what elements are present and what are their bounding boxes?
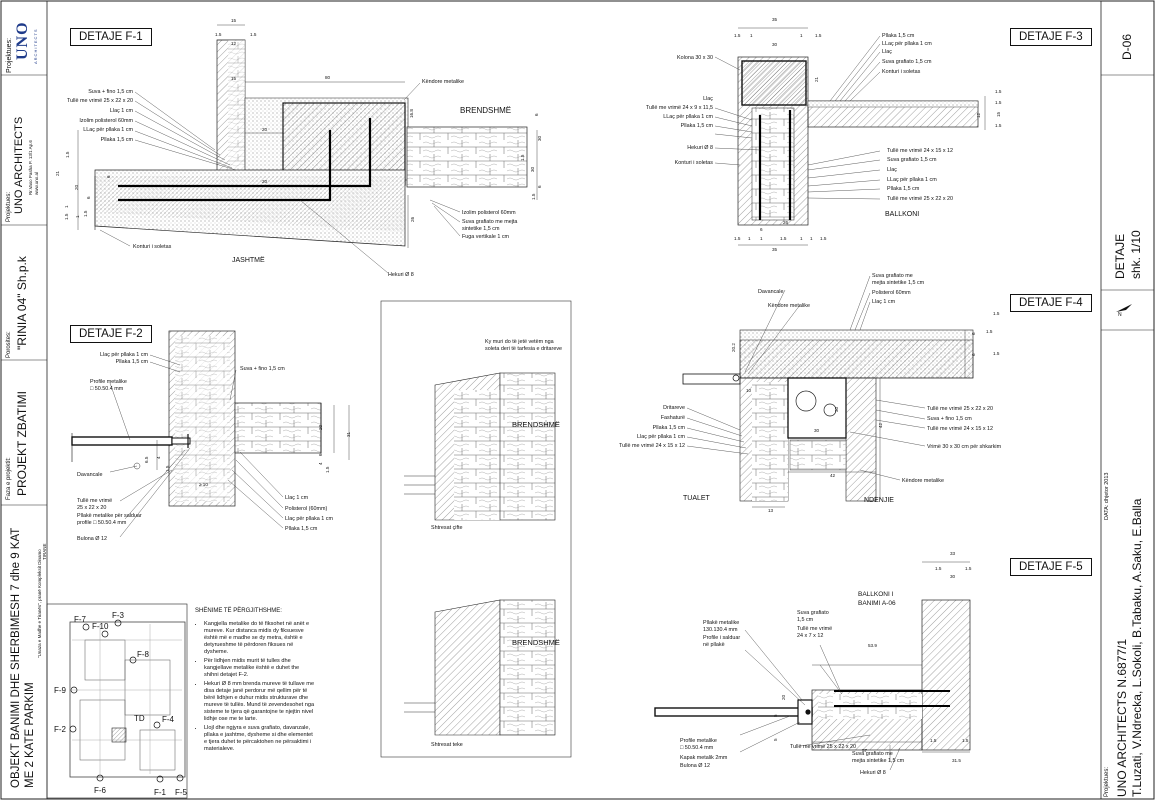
detail-f5-drawing — [654, 561, 971, 771]
svg-text:N: N — [1118, 312, 1122, 318]
general-notes-title: SHËNIME TË PËRGJITHSHME: — [195, 608, 282, 614]
detail-f4-drawing — [682, 275, 974, 508]
porosites-label: Porosites: — [6, 331, 12, 358]
firm-address: Rr.Vaso Pasha P. 13/1 Ap.6 — [28, 140, 33, 195]
firm-name: UNO ARCHITECTS — [13, 116, 25, 214]
firm-web: www.uno.al — [34, 171, 39, 195]
title-detaje-f4: DETAJE F-4 — [1010, 294, 1092, 312]
title-detaje-f3: DETAJE F-3 — [1010, 28, 1092, 46]
projektues-label-right: Projektues: — [1104, 766, 1110, 797]
designers-names: T.Luzati, V.Ndrecka, L.Sokoli, B.Tabaku,… — [1130, 498, 1144, 797]
detail-shtresat-drawing — [404, 372, 556, 736]
projektues-caption: Projektues: — [6, 37, 13, 73]
detail-f2-drawing — [71, 330, 350, 538]
faza-label: Faza e projektit: — [6, 457, 12, 500]
title-detaje-f5: DETAJE F-5 — [1010, 558, 1092, 576]
project-title-line1: OBJEKT BANIMI DHE SHERBIMESH 7 dhe 9 KAT — [10, 527, 22, 788]
logo-mark: UNO — [14, 21, 31, 60]
project-address: "Unaza e Madhe e Tiranës", pranë Komplek… — [37, 549, 42, 658]
client-name: "RINIA 04" Sh.p.k — [15, 256, 29, 350]
title-detaje-f2: DETAJE F-2 — [70, 325, 152, 343]
general-note-item: Për lidhjen midis murit të tulles dhe ka… — [204, 658, 315, 679]
firm-license: UNO ARCHITECTS N.6877/1 — [1115, 638, 1129, 797]
key-plan-drawing — [46, 603, 188, 799]
sheet-title: DETAJE — [1113, 233, 1127, 279]
general-note-item: Hekuri Ø 8 mm brenda mureve të tullave m… — [204, 681, 315, 723]
title-detaje-f1: DETAJE F-1 — [70, 28, 152, 46]
logo-subtitle: ARCHITECTS — [33, 28, 38, 64]
project-city: TIRANE — [42, 543, 47, 560]
north-arrow-icon — [1116, 304, 1132, 312]
project-title-line2: ME 2 KATE PARKIM — [24, 682, 36, 788]
sheet-date: DATA: dhjetor 2013 — [1104, 472, 1110, 521]
general-note-item: Llojl dhe ngjyra e suva grafiato, davanz… — [204, 725, 315, 753]
faza-value: PROJEKT ZBATIMI — [15, 391, 29, 496]
general-notes: SHËNIME TË PËRGJITHSHME: Kangjella metal… — [195, 608, 315, 755]
sheet-scale: shk. 1/10 — [1129, 230, 1143, 279]
detail-f1-drawing — [77, 24, 538, 274]
general-note-item: Kangjella metalike do të fiksohet në anë… — [204, 621, 315, 656]
sheet-number: D-06 — [1120, 33, 1134, 60]
detail-f3-drawing — [714, 27, 986, 246]
projektues-label-2: Projektues: — [6, 191, 12, 222]
